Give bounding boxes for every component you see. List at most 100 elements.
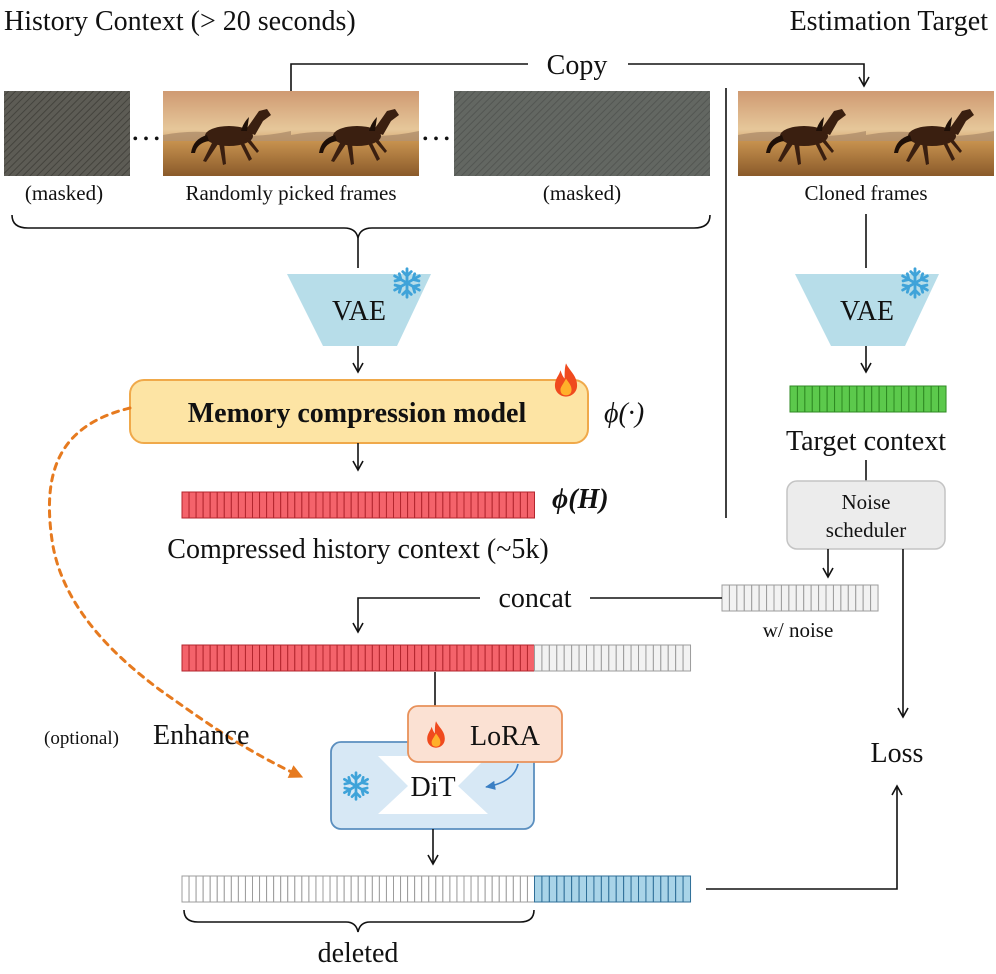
token-cell <box>385 491 395 519</box>
token-cell <box>287 491 296 519</box>
token-cell <box>336 491 345 519</box>
token-cell <box>371 491 380 519</box>
deleted-brace <box>183 909 535 933</box>
noise-scheduler-line2: scheduler <box>826 518 906 542</box>
compressed-history-tokens <box>181 491 536 519</box>
token-cell <box>294 644 303 672</box>
token-cell <box>350 875 359 903</box>
token-cell <box>350 644 359 672</box>
token-cell <box>259 491 268 519</box>
token-cell <box>789 385 798 413</box>
vae-left-label: VAE <box>332 296 386 327</box>
token-cell <box>512 491 521 519</box>
token-cell <box>484 491 493 519</box>
token-cell <box>364 644 373 672</box>
compressed-function: ϕ(H) <box>552 484 609 515</box>
token-cell <box>294 875 303 903</box>
token-cell <box>244 644 253 672</box>
token-cell <box>804 385 813 413</box>
token-cell <box>188 644 197 672</box>
token-cell <box>526 875 536 903</box>
token-cell <box>393 644 402 672</box>
token-cell <box>301 644 310 672</box>
token-cell <box>491 491 500 519</box>
token-cell <box>541 644 550 672</box>
token-cell <box>930 385 940 413</box>
memory-compression-model: Memory compression model <box>129 363 589 444</box>
token-cell <box>915 385 925 413</box>
token-cell <box>223 875 232 903</box>
token-cell <box>414 875 423 903</box>
token-cell <box>181 644 190 672</box>
token-cell <box>810 584 820 612</box>
picked-frame-1 <box>163 91 291 176</box>
token-cell <box>803 584 812 612</box>
token-cell <box>721 584 730 612</box>
token-cell <box>449 875 458 903</box>
token-cell <box>667 875 677 903</box>
history-brace <box>11 214 711 239</box>
token-cell <box>615 644 625 672</box>
ellipsis-left: … <box>130 111 162 147</box>
token-cell <box>841 385 850 413</box>
token-cell <box>230 875 239 903</box>
token-cell <box>371 644 380 672</box>
token-cell <box>435 875 444 903</box>
token-cell <box>385 875 395 903</box>
token-cell <box>237 644 246 672</box>
token-cell <box>534 875 543 903</box>
token-cell <box>645 875 654 903</box>
token-cell <box>308 644 317 672</box>
token-cell <box>449 491 458 519</box>
token-cell <box>385 644 395 672</box>
token-cell <box>938 385 947 413</box>
token-cell <box>287 644 296 672</box>
token-cell <box>505 875 514 903</box>
token-cell <box>578 875 588 903</box>
masked-frame-right <box>454 91 710 176</box>
ellipsis-right: … <box>420 111 452 147</box>
token-cell <box>526 491 536 519</box>
token-cell <box>216 644 225 672</box>
token-cell <box>393 491 402 519</box>
token-cell <box>357 644 366 672</box>
token-cell <box>652 644 662 672</box>
token-cell <box>600 875 610 903</box>
concatenated-tokens <box>181 644 692 672</box>
token-cell <box>675 644 684 672</box>
token-cell <box>336 875 345 903</box>
token-cell <box>660 644 669 672</box>
token-cell <box>878 385 888 413</box>
token-cell <box>259 875 268 903</box>
token-cell <box>766 584 775 612</box>
dit-block: DiT <box>330 741 535 830</box>
token-cell <box>308 491 317 519</box>
token-cell <box>630 644 640 672</box>
token-cell <box>819 385 828 413</box>
picked-frame-2 <box>291 91 419 176</box>
lora-to-dit-arrow <box>485 763 519 790</box>
token-cell <box>294 491 303 519</box>
token-cell <box>280 875 289 903</box>
token-cell <box>923 385 932 413</box>
token-cell <box>223 491 232 519</box>
masked-label-left: (masked) <box>25 181 103 205</box>
token-cell <box>456 491 465 519</box>
memory-model-label: Memory compression model <box>188 398 527 429</box>
deleted-label: deleted <box>318 938 399 969</box>
token-cell <box>470 644 479 672</box>
token-cell <box>630 875 640 903</box>
token-cell <box>578 644 588 672</box>
token-cell <box>886 385 895 413</box>
token-cell <box>195 644 204 672</box>
token-cell <box>870 584 879 612</box>
token-cell <box>266 491 275 519</box>
token-cell <box>840 584 849 612</box>
token-cell <box>322 875 331 903</box>
dit-label: DiT <box>410 772 455 803</box>
token-cell <box>322 491 331 519</box>
noise-tokens-label: w/ noise <box>763 618 834 642</box>
token-cell <box>652 875 662 903</box>
token-cell <box>505 491 514 519</box>
token-cell <box>796 385 806 413</box>
